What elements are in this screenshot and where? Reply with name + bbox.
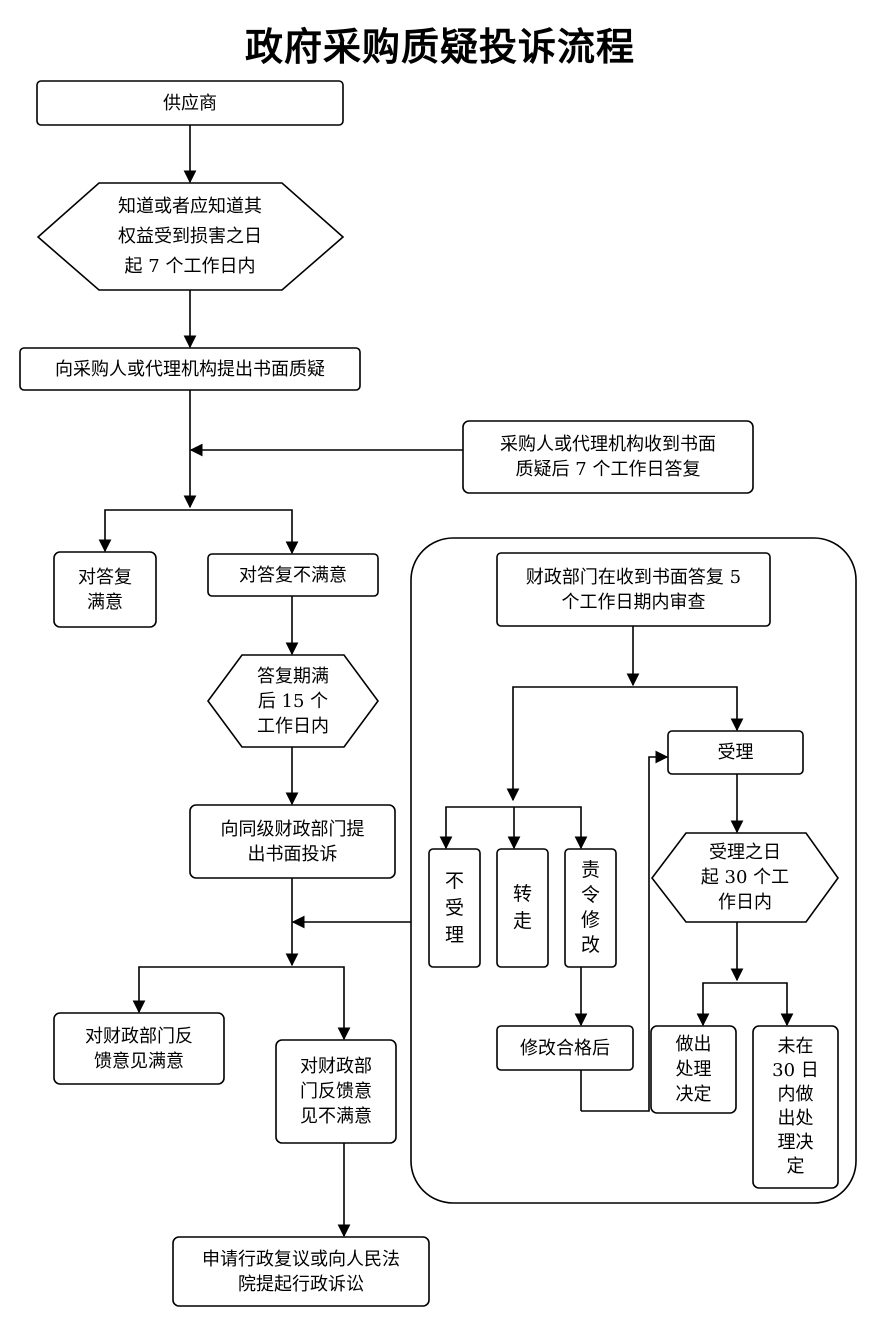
accept-label: 受理 (717, 742, 754, 763)
time-limit-30-hexagon (650, 832, 839, 923)
unsatisfied-label: 对答复不满意 (239, 564, 347, 586)
supplier-label: 供应商 (163, 92, 217, 114)
satisfied-label: 对答复 满意 (78, 566, 132, 613)
branch-reply (98, 509, 299, 555)
complain-label: 向同级财政部门提 出书面投诉 (220, 818, 365, 865)
finance-satisfied-label: 对财政部门反 馈意见满意 (85, 1025, 193, 1072)
corrected-box (496, 1025, 634, 1071)
time-limit-15-label: 答复期满 后 15 个 工作日内 (257, 665, 329, 737)
purchaser-reply-box (462, 420, 754, 494)
branch-review (506, 686, 744, 802)
litigation-box (172, 1236, 430, 1307)
time-limit-15-hexagon (207, 654, 379, 748)
not-accept-label: 不 受 理 (444, 869, 464, 946)
order-correct-box (564, 848, 617, 968)
no-decision-label: 未在 30 日 内做 出处 理决 定 (772, 1036, 819, 1177)
time-limit-30-label: 受理之日 起 30 个工 作日内 (700, 842, 790, 913)
written-query-label: 向采购人或代理机构提出书面质疑 (55, 358, 325, 380)
order-correct-label: 责 令 修 改 (580, 859, 600, 956)
finance-review-label: 财政部门在收到书面答复 5 个工作日期内审查 (525, 566, 742, 613)
no-decision-box (752, 1025, 839, 1189)
litigation-label: 申请行政复议或向人民法 院提起行政诉讼 (202, 1248, 400, 1295)
corrected-label: 修改合格后 (520, 1037, 610, 1059)
purchaser-reply-label: 采购人或代理机构收到书面 质疑后 7 个工作日答复 (500, 434, 716, 480)
time-limit-7-label: 知道或者应知道其 权益受到损害之日 起 7 个工作日内 (118, 195, 262, 277)
review-panel (410, 537, 857, 1204)
branch-finance-feedback (132, 966, 351, 1041)
transfer-label: 转 走 (512, 883, 532, 932)
arrow-loop-to-accept (581, 750, 669, 1112)
time-limit-7-hexagon (36, 182, 345, 291)
make-decision-box (650, 1025, 737, 1114)
branch-decision (696, 982, 794, 1027)
page-title: 政府采购质疑投诉流程 (244, 24, 635, 69)
finance-unsatisfied-label: 对财政部 门反馈意 见不满意 (300, 1056, 372, 1127)
make-decision-label: 做出 处理 决定 (675, 1034, 712, 1105)
